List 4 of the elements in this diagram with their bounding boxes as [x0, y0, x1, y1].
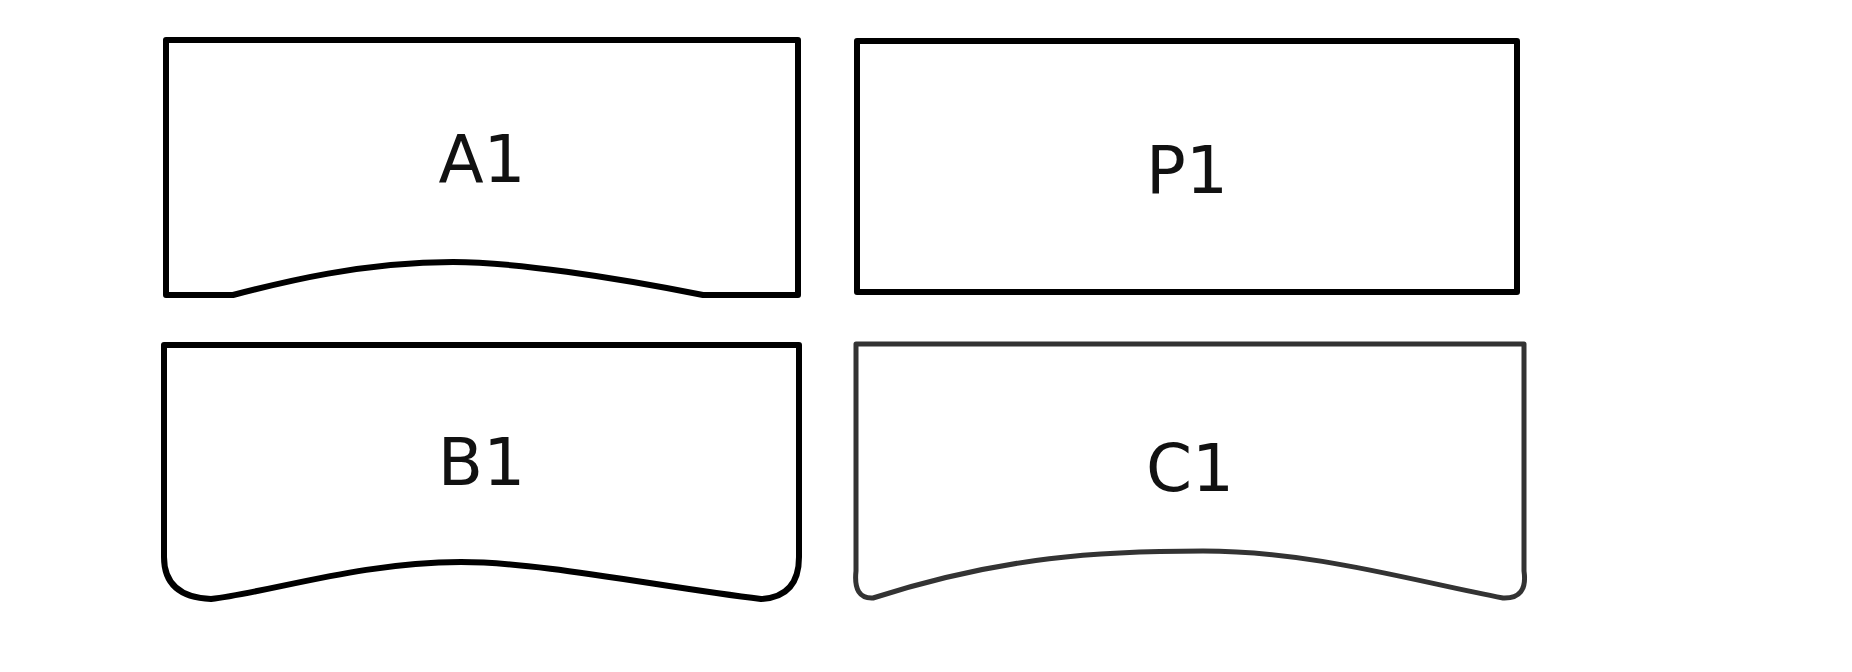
shape-label: P1 — [1146, 138, 1228, 204]
shape-label: C1 — [1145, 436, 1235, 502]
shape-label: A1 — [438, 127, 526, 193]
shape-label: B1 — [437, 430, 526, 496]
